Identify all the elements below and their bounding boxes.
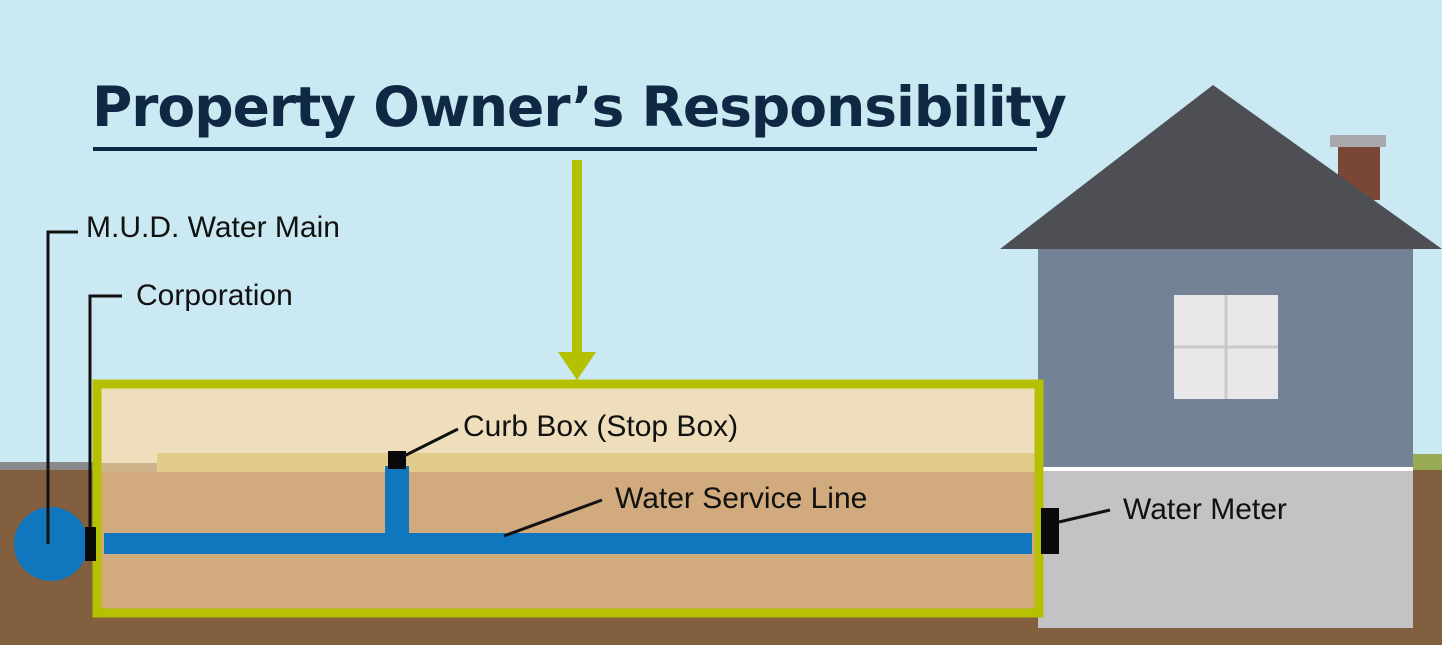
curb-strip	[157, 453, 1036, 473]
house-window	[1174, 295, 1278, 399]
service-line-label: Water Service Line	[615, 482, 868, 515]
sill-line	[1038, 467, 1413, 471]
responsibility-outline	[92, 379, 1044, 618]
curb-box-label: Curb Box (Stop Box)	[463, 410, 739, 443]
responsibility-arrow-head	[558, 352, 596, 380]
corporation-valve	[85, 527, 96, 561]
page-title: Property Owner’s Responsibility	[92, 75, 1067, 139]
chimney-cap	[1330, 135, 1386, 147]
house-foundation	[1038, 470, 1413, 628]
curb-box-riser	[385, 466, 409, 536]
corporation-leader	[88, 294, 122, 527]
water-meter-label: Water Meter	[1123, 493, 1287, 526]
service-line-leader	[503, 498, 603, 538]
water-main-label: M.U.D. Water Main	[86, 211, 340, 244]
curb-box-valve	[388, 451, 406, 469]
water-main-leader	[46, 230, 78, 544]
curb-box-leader	[403, 427, 459, 458]
water-meter-device	[1041, 508, 1059, 554]
water-meter-leader	[1058, 508, 1111, 524]
curb-edge	[98, 463, 157, 473]
house-roof	[1000, 85, 1442, 249]
water-main-pipe	[14, 507, 88, 581]
grass-patch	[1412, 454, 1442, 472]
corporation-label: Corporation	[136, 279, 293, 312]
water-service-line	[104, 533, 1032, 554]
